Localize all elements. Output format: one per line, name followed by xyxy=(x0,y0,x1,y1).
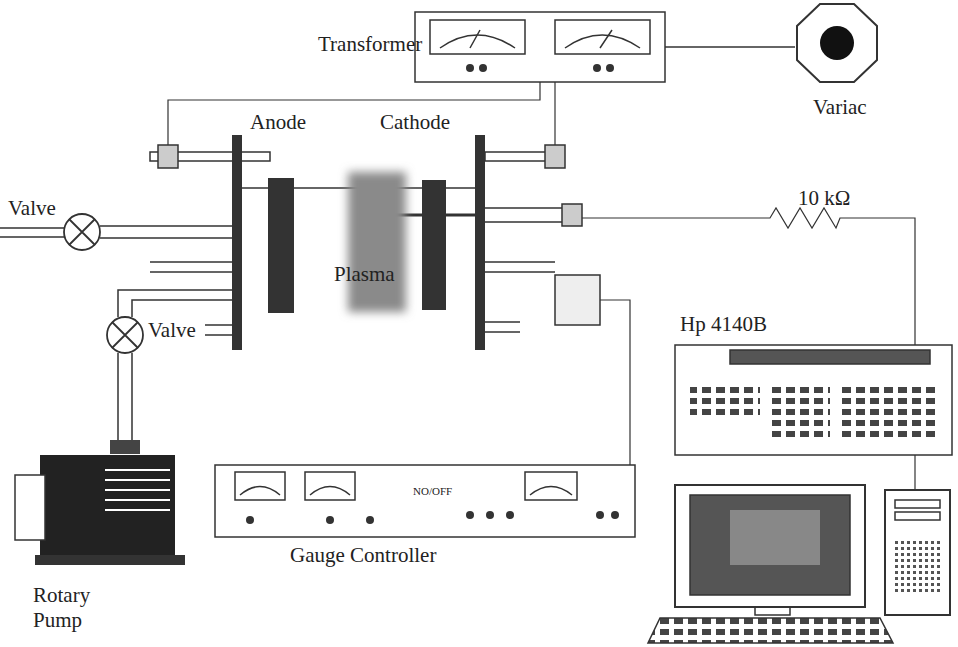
part-label: Anode xyxy=(250,110,306,135)
hp-4140b-box xyxy=(675,345,952,455)
variac-node: Variac xyxy=(795,2,880,122)
variac-octagon xyxy=(797,4,877,82)
switch-label: NO/OFF xyxy=(413,485,452,498)
tower xyxy=(885,490,950,615)
rotary-pump xyxy=(15,440,185,565)
node-label: Hp 4140B xyxy=(678,312,769,337)
rotary-pump-node: Rotary Pump xyxy=(15,440,200,645)
part-label: Valve xyxy=(148,318,196,343)
cathode-plate xyxy=(422,180,446,310)
instrument-node: Hp 4140B xyxy=(675,312,952,457)
part-label: Plasma xyxy=(334,262,395,287)
anode-plate xyxy=(268,178,294,313)
node-label: Transformer xyxy=(318,32,422,57)
valve-symbol xyxy=(107,317,143,353)
transformer-node: Transformer xyxy=(318,12,665,82)
wire xyxy=(665,47,795,48)
node-label: Variac xyxy=(813,95,867,120)
valve-symbol xyxy=(64,214,100,250)
node-label: Gauge Controller xyxy=(290,543,436,568)
part-label: Valve xyxy=(8,196,56,221)
monitor xyxy=(675,485,865,607)
resistor-value: 10 kΩ xyxy=(798,186,850,211)
transformer-box xyxy=(415,12,665,82)
part-label: Cathode xyxy=(380,110,450,135)
gauge-controller-node: Gauge Controller NO/OFF xyxy=(215,465,635,575)
plasma-glow xyxy=(348,172,406,312)
resistor-symbol xyxy=(582,208,915,345)
node-label: Rotary Pump xyxy=(33,583,108,633)
gauge-controller-box xyxy=(215,465,635,537)
